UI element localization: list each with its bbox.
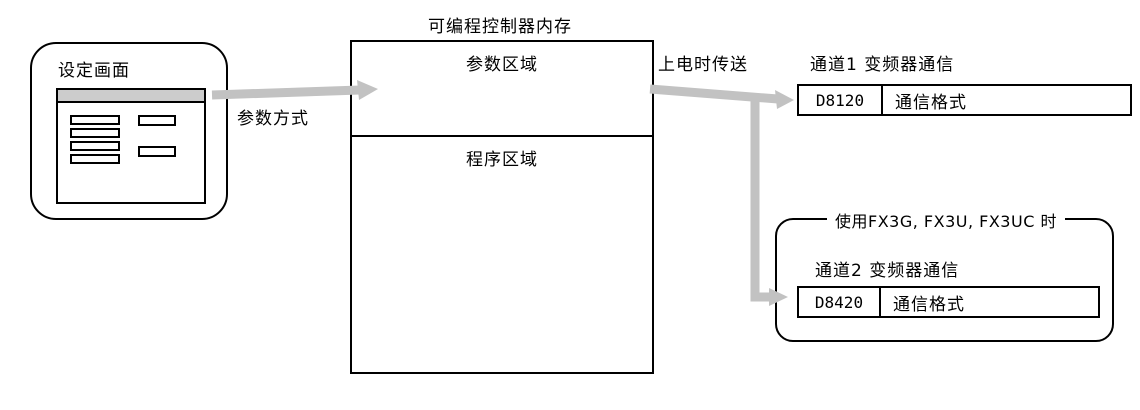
channel1-title: 通道1 变频器通信 bbox=[810, 55, 955, 75]
power-on-transfer-label: 上电时传送 bbox=[658, 55, 748, 75]
channel1-table: D8120 通信格式 bbox=[797, 84, 1132, 116]
fx-applicability-box: 使用FX3G, FX3U, FX3UC 时 通道2 变频器通信 D8420 通信… bbox=[775, 208, 1114, 342]
screen-illustration bbox=[56, 88, 206, 204]
screen-list-lines-icon bbox=[70, 115, 120, 167]
setting-screen-box: 设定画面 bbox=[30, 42, 228, 220]
screen-body bbox=[58, 103, 204, 200]
channel2-table: D8420 通信格式 bbox=[797, 286, 1100, 318]
channel1-register-cell: D8120 bbox=[799, 86, 883, 114]
channel2-title: 通道2 变频器通信 bbox=[815, 261, 960, 281]
channel2-format-cell: 通信格式 bbox=[893, 294, 965, 315]
param-method-label: 参数方式 bbox=[237, 109, 309, 129]
plc-memory-title: 可编程控制器内存 bbox=[428, 17, 572, 37]
fx-applicability-label: 使用FX3G, FX3U, FX3UC 时 bbox=[827, 208, 1065, 232]
param-area-label: 参数区域 bbox=[466, 55, 538, 75]
channel2-register-cell: D8420 bbox=[799, 288, 881, 316]
memory-divider bbox=[352, 135, 652, 137]
screen-field-bars-icon bbox=[138, 115, 176, 177]
setting-screen-label: 设定画面 bbox=[58, 61, 130, 81]
plc-memory-box: 参数区域 程序区域 bbox=[350, 40, 654, 374]
channel1-format-cell: 通信格式 bbox=[895, 92, 967, 113]
screen-titlebar bbox=[58, 90, 204, 103]
program-area-label: 程序区域 bbox=[466, 150, 538, 170]
power-on-arrow bbox=[649, 84, 794, 109]
